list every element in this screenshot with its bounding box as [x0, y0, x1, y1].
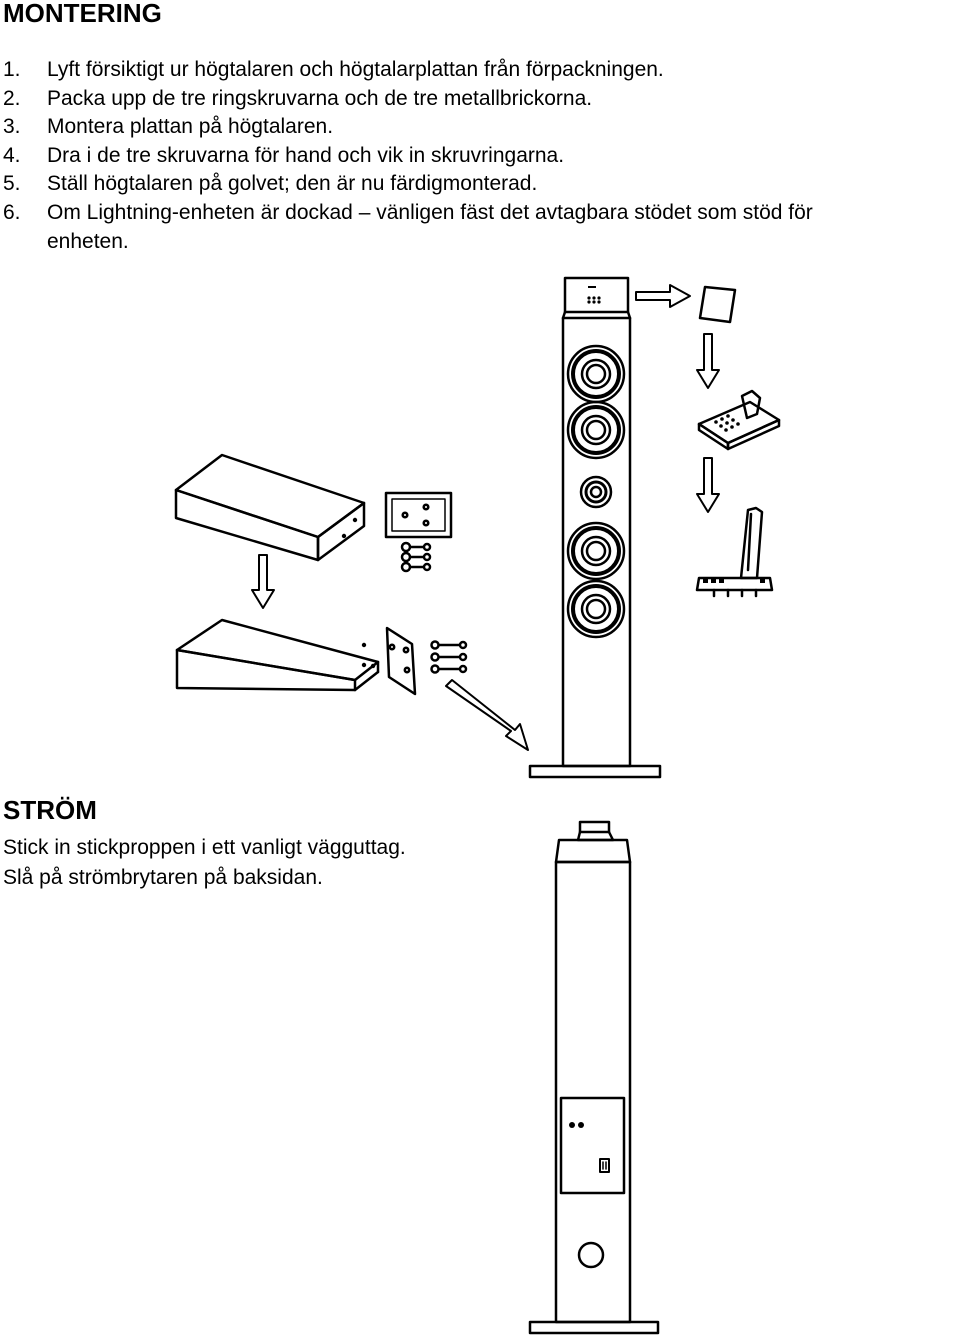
- strom-instructions: Stick in stickproppen i ett vanligt vägg…: [3, 833, 406, 893]
- woofer-bottom-2: [566, 579, 626, 639]
- dock-with-support-stand: [695, 506, 774, 598]
- screws-side-view: [430, 640, 468, 674]
- tower-back-base-plate: [528, 1320, 660, 1335]
- arrow-diagonal-icon: [445, 679, 529, 751]
- bass-port: [577, 1241, 605, 1269]
- dock-cover-piece: [698, 285, 737, 324]
- step-item: 3.Montera plattan på högtalaren.: [3, 115, 334, 139]
- tower-speaker-back: [528, 820, 660, 1335]
- woofer-bottom-1: [566, 521, 626, 581]
- step-item: 1.Lyft försiktigt ur högtalaren och högt…: [3, 58, 664, 81]
- step-item: 2.Packa upp de tre ringskruvarna och de …: [3, 86, 593, 110]
- tower-speaker-front: [528, 276, 662, 779]
- step-item-continuation: enheten.: [47, 229, 129, 253]
- tower-base-plate: [528, 764, 662, 779]
- ring-screws: [400, 541, 432, 573]
- montering-heading: MONTERING: [3, 0, 162, 28]
- base-plate-box-assembled: [175, 618, 380, 692]
- strom-line-2: Slå på strömbrytaren på baksidan.: [3, 866, 323, 889]
- bracket-side-view: [385, 626, 417, 696]
- step-item: 6.Om Lightning-enheten är dockad – vänli…: [3, 200, 813, 224]
- strom-heading: STRÖM: [3, 795, 97, 825]
- woofer-top-1: [566, 344, 626, 404]
- dock-unit: [697, 389, 781, 451]
- assembly-steps: 1.Lyft försiktigt ur högtalaren och högt…: [0, 56, 960, 256]
- base-plate-box: [174, 453, 366, 562]
- arrow-down-icon: [696, 457, 720, 513]
- woofer-top-2: [566, 400, 626, 460]
- metal-bracket: [384, 491, 453, 539]
- step-item: 4.Dra i de tre skruvarna för hand och vi…: [3, 143, 565, 167]
- tweeter: [579, 475, 613, 509]
- strom-line-1: Stick in stickproppen i ett vanligt vägg…: [3, 836, 406, 859]
- arrow-down-icon: [251, 554, 275, 609]
- power-switch: [599, 1158, 610, 1173]
- rear-panel: [559, 1096, 626, 1195]
- arrow-right-icon: [635, 284, 691, 308]
- step-item: 5.Ställ högtalaren på golvet; den är nu …: [3, 172, 538, 196]
- arrow-down-icon: [696, 333, 720, 389]
